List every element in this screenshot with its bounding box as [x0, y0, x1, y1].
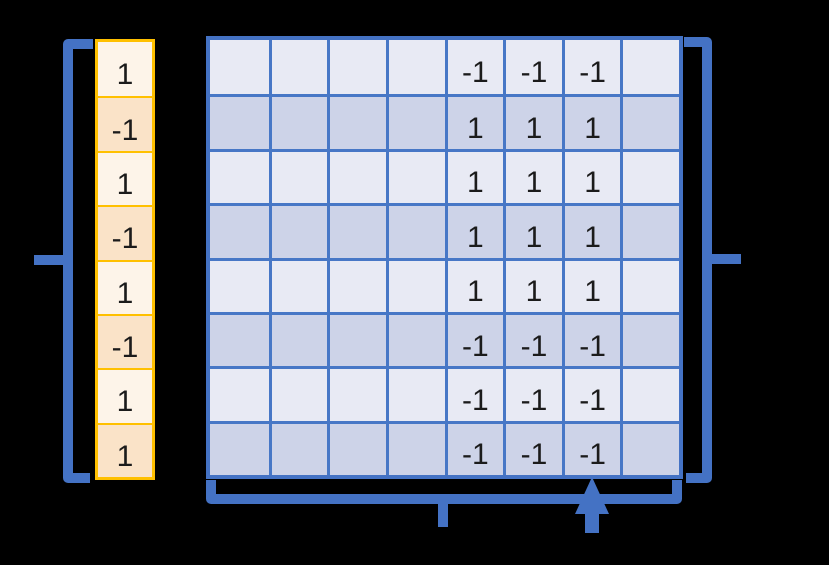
matrix-cell	[210, 311, 269, 367]
vector-cell: -1	[98, 205, 152, 260]
matrix-cell: 1	[561, 94, 621, 149]
matrix-cell	[210, 420, 269, 475]
matrix-cell	[385, 203, 445, 258]
matrix-cell: 1	[503, 257, 562, 312]
matrix-cell: -1	[503, 311, 562, 367]
matrix-cell	[210, 203, 269, 258]
matrix-cell	[385, 94, 445, 149]
matrix-cell	[210, 94, 269, 149]
matrix-cell	[327, 40, 386, 95]
matrix-cell: -1	[561, 40, 621, 95]
matrix-cell: 1	[444, 203, 504, 258]
matrix-cell: 1	[444, 94, 504, 149]
vector-cell: 1	[98, 368, 152, 423]
matrix-cell	[210, 40, 269, 95]
matrix-cell	[268, 420, 328, 475]
matrix-cell	[620, 148, 679, 204]
matrix-cell	[268, 148, 328, 204]
vector-cell: -1	[98, 313, 152, 369]
matrix-cell	[620, 311, 679, 367]
matrix-cell: -1	[444, 366, 504, 421]
matrix-cell	[620, 257, 679, 312]
matrix-cell: -1	[444, 40, 504, 95]
matrix-cell: -1	[503, 366, 562, 421]
matrix-cell	[385, 40, 445, 95]
matrix-cell: -1	[444, 311, 504, 367]
matrix-cell	[327, 311, 386, 367]
matrix-cell	[210, 148, 269, 204]
vector-cell: 1	[98, 42, 152, 97]
matrix-cell	[210, 366, 269, 421]
matrix-cell	[620, 40, 679, 95]
matrix-cell	[268, 94, 328, 149]
bottom-underbrace-icon	[206, 480, 682, 527]
matrix-cell	[268, 40, 328, 95]
matrix-cell: -1	[444, 420, 504, 475]
matrix-cell	[385, 257, 445, 312]
matrix-cell	[268, 257, 328, 312]
vector-cell: -1	[98, 96, 152, 151]
matrix-cell: -1	[561, 311, 621, 367]
matrix-cell	[385, 366, 445, 421]
right-brace-icon	[684, 37, 741, 483]
matrix-cell	[268, 203, 328, 258]
matrix-cell	[327, 148, 386, 204]
matrix-cell: 1	[444, 148, 504, 204]
matrix-cell: 1	[503, 94, 562, 149]
matrix-cell	[210, 257, 269, 312]
matrix-cell	[620, 94, 679, 149]
matrix-cell	[268, 311, 328, 367]
matrix-cell	[327, 94, 386, 149]
matrix-cell	[385, 148, 445, 204]
matrix-cell: 1	[561, 148, 621, 204]
matrix-cell: 1	[561, 257, 621, 312]
matrix-cell: 1	[561, 203, 621, 258]
matrix-cell	[385, 420, 445, 475]
matrix-cell: -1	[503, 40, 562, 95]
vector-cell: 1	[98, 150, 152, 206]
matrix-cell	[327, 420, 386, 475]
matrix-cell: -1	[561, 420, 621, 475]
matrix-cell: -1	[503, 420, 562, 475]
vector-cell: 1	[98, 259, 152, 314]
vector-cell: 1	[98, 422, 152, 477]
matrix-cell	[268, 366, 328, 421]
matrix-cell	[620, 203, 679, 258]
up-arrow-icon	[575, 477, 609, 533]
matrix-cell: -1	[561, 366, 621, 421]
matrix-cell: 1	[444, 257, 504, 312]
matrix-cell: 1	[503, 148, 562, 204]
matrix-cell	[620, 366, 679, 421]
matrix-cell	[385, 311, 445, 367]
matrix-cell: 1	[503, 203, 562, 258]
matrix-cell	[620, 420, 679, 475]
matrix-cell	[327, 257, 386, 312]
matrix-cell	[327, 203, 386, 258]
matrix-cell	[327, 366, 386, 421]
left-brace-icon	[34, 39, 93, 483]
